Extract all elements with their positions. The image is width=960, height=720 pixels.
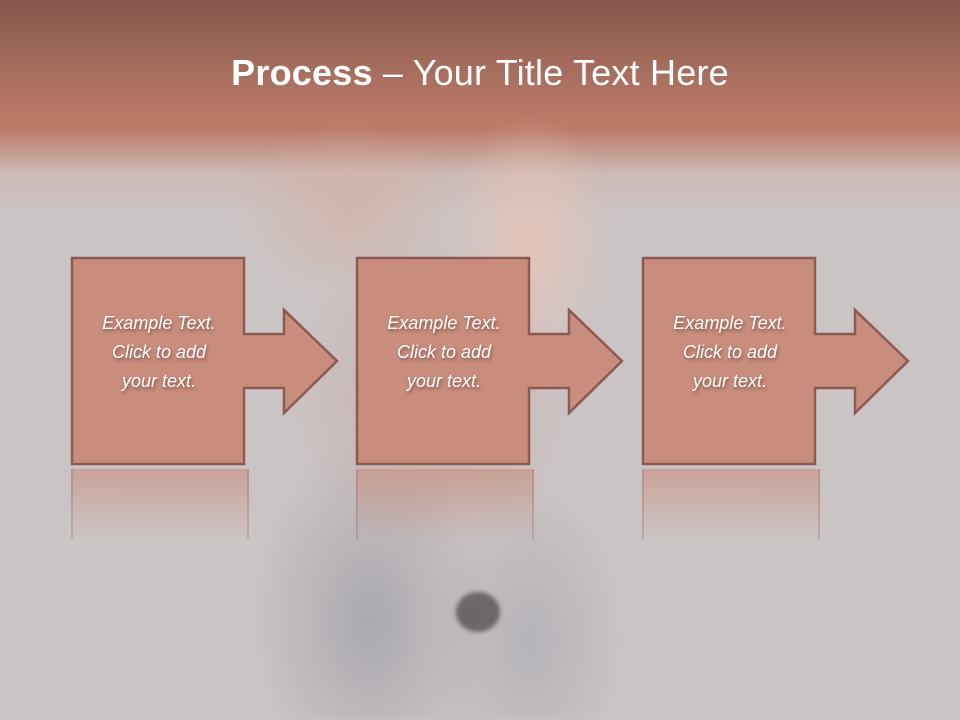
process-step-1[interactable]: Example Text. Click to add your text. [70, 256, 341, 539]
arrow-box-shape [70, 256, 339, 466]
step-text-line: your text. [121, 371, 197, 391]
step-reflection [71, 469, 249, 539]
arrow-box-shape [355, 256, 624, 466]
title-rest: Your Title Text Here [412, 52, 729, 93]
arrow-box-shape [641, 256, 910, 466]
step-text[interactable]: Example Text. Click to add your text. [73, 309, 245, 396]
step-text-line: Click to add [111, 342, 207, 362]
step-text-line: Click to add [396, 342, 492, 362]
step-text[interactable]: Example Text. Click to add your text. [358, 309, 530, 396]
step-text-line: Example Text. [102, 313, 216, 333]
step-text-line: Example Text. [387, 313, 501, 333]
step-text-line: Click to add [682, 342, 778, 362]
wristwatch-detail [456, 592, 500, 632]
process-step-3[interactable]: Example Text. Click to add your text. [641, 256, 912, 539]
step-text-line: your text. [692, 371, 768, 391]
step-text[interactable]: Example Text. Click to add your text. [644, 309, 816, 396]
slide-title[interactable]: Process – Your Title Text Here [0, 52, 960, 94]
title-separator: – [372, 52, 413, 93]
process-step-2[interactable]: Example Text. Click to add your text. [355, 256, 626, 539]
step-text-line: Example Text. [673, 313, 787, 333]
title-bold: Process [231, 52, 373, 93]
step-reflection [356, 469, 534, 539]
step-reflection [642, 469, 820, 539]
step-text-line: your text. [406, 371, 482, 391]
